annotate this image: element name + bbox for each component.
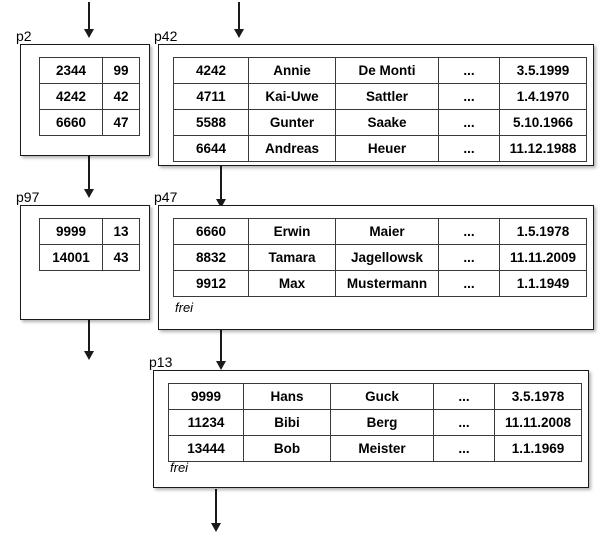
index-pointer-cell: 99 bbox=[102, 57, 140, 84]
table-row: 8832 Tamara Jagellowsk ... 11.11.2009 bbox=[173, 244, 587, 271]
table-row: 13444 Bob Meister ... 1.1.1969 bbox=[168, 435, 582, 462]
arrow-into-p42 bbox=[233, 2, 245, 38]
free-space-label-p47: frei bbox=[175, 300, 194, 315]
data-cell-lastname: Guck bbox=[330, 383, 434, 410]
arrow-p97-out bbox=[83, 320, 95, 362]
table-row: 5588 Gunter Saake ... 5.10.1966 bbox=[173, 109, 587, 136]
data-cell-ellipsis: ... bbox=[438, 57, 500, 84]
data-cell-lastname: Mustermann bbox=[335, 270, 439, 297]
arrow-p42-to-p47 bbox=[215, 166, 227, 210]
data-cell-firstname: Bibi bbox=[243, 409, 331, 436]
table-row: 9912 Max Mustermann ... 1.1.1949 bbox=[173, 270, 587, 297]
data-cell-ellipsis: ... bbox=[438, 109, 500, 136]
index-pointer-cell: 42 bbox=[102, 83, 140, 110]
node-label-p2: p2 bbox=[16, 28, 32, 44]
data-cell-firstname: Gunter bbox=[248, 109, 336, 136]
index-pointer-cell: 47 bbox=[102, 109, 140, 136]
data-cell-date: 3.5.1978 bbox=[494, 383, 582, 410]
data-cell-ellipsis: ... bbox=[438, 135, 500, 162]
data-table-p47: 6660 Erwin Maier ... 1.5.1978 8832 Tamar… bbox=[173, 218, 587, 297]
table-row: 6660 Erwin Maier ... 1.5.1978 bbox=[173, 218, 587, 245]
data-node-p42[interactable]: 4242 Annie De Monti ... 3.5.1999 4711 Ka… bbox=[158, 44, 594, 166]
data-cell-ellipsis: ... bbox=[438, 270, 500, 297]
data-cell-date: 3.5.1999 bbox=[499, 57, 587, 84]
table-row: 14001 43 bbox=[39, 244, 140, 271]
table-row: 2344 99 bbox=[39, 57, 140, 84]
data-cell-date: 1.1.1969 bbox=[494, 435, 582, 462]
data-cell-firstname: Bob bbox=[243, 435, 331, 462]
data-cell-ellipsis: ... bbox=[438, 83, 500, 110]
data-cell-ellipsis: ... bbox=[433, 383, 495, 410]
data-table-p13: 9999 Hans Guck ... 3.5.1978 11234 Bibi B… bbox=[168, 383, 582, 462]
data-cell-id: 4711 bbox=[173, 83, 249, 110]
arrow-p47-to-p13 bbox=[215, 330, 227, 372]
data-cell-firstname: Andreas bbox=[248, 135, 336, 162]
arrow-into-p2 bbox=[83, 2, 95, 38]
data-cell-id: 4242 bbox=[173, 57, 249, 84]
data-cell-id: 6660 bbox=[173, 218, 249, 245]
data-cell-ellipsis: ... bbox=[438, 218, 500, 245]
arrow-p2-to-p97 bbox=[83, 156, 95, 200]
table-row: 6660 47 bbox=[39, 109, 140, 136]
data-cell-date: 11.11.2008 bbox=[494, 409, 582, 436]
index-node-p97[interactable]: 9999 13 14001 43 bbox=[20, 205, 150, 320]
data-cell-firstname: Hans bbox=[243, 383, 331, 410]
index-table-p2: 2344 99 4242 42 6660 47 bbox=[39, 57, 140, 136]
data-table-p42: 4242 Annie De Monti ... 3.5.1999 4711 Ka… bbox=[173, 57, 587, 162]
data-cell-ellipsis: ... bbox=[438, 244, 500, 271]
index-key-cell: 6660 bbox=[39, 109, 103, 136]
table-row: 4242 42 bbox=[39, 83, 140, 110]
data-cell-lastname: Jagellowsk bbox=[335, 244, 439, 271]
table-row: 11234 Bibi Berg ... 11.11.2008 bbox=[168, 409, 582, 436]
data-cell-lastname: Maier bbox=[335, 218, 439, 245]
node-label-p42: p42 bbox=[154, 28, 178, 44]
data-node-p47[interactable]: 6660 Erwin Maier ... 1.5.1978 8832 Tamar… bbox=[158, 205, 594, 330]
data-cell-id: 9912 bbox=[173, 270, 249, 297]
data-cell-date: 11.11.2009 bbox=[499, 244, 587, 271]
index-table-p97: 9999 13 14001 43 bbox=[39, 218, 140, 271]
index-key-cell: 4242 bbox=[39, 83, 103, 110]
arrow-p13-out bbox=[210, 489, 222, 535]
data-cell-firstname: Erwin bbox=[248, 218, 336, 245]
table-row: 6644 Andreas Heuer ... 11.12.1988 bbox=[173, 135, 587, 162]
node-label-p97: p97 bbox=[16, 189, 40, 205]
data-cell-lastname: De Monti bbox=[335, 57, 439, 84]
data-cell-id: 13444 bbox=[168, 435, 244, 462]
index-node-p2[interactable]: 2344 99 4242 42 6660 47 bbox=[20, 44, 150, 156]
data-cell-lastname: Saake bbox=[335, 109, 439, 136]
data-cell-lastname: Sattler bbox=[335, 83, 439, 110]
data-cell-id: 6644 bbox=[173, 135, 249, 162]
node-label-p47: p47 bbox=[154, 189, 178, 205]
table-row: 9999 Hans Guck ... 3.5.1978 bbox=[168, 383, 582, 410]
data-cell-id: 5588 bbox=[173, 109, 249, 136]
table-row: 9999 13 bbox=[39, 218, 140, 245]
index-key-cell: 2344 bbox=[39, 57, 103, 84]
table-row: 4242 Annie De Monti ... 3.5.1999 bbox=[173, 57, 587, 84]
index-pointer-cell: 13 bbox=[102, 218, 140, 245]
index-key-cell: 14001 bbox=[39, 244, 103, 271]
data-cell-lastname: Berg bbox=[330, 409, 434, 436]
table-row: 4711 Kai-Uwe Sattler ... 1.4.1970 bbox=[173, 83, 587, 110]
data-cell-firstname: Annie bbox=[248, 57, 336, 84]
data-cell-date: 5.10.1966 bbox=[499, 109, 587, 136]
data-cell-date: 1.4.1970 bbox=[499, 83, 587, 110]
data-cell-firstname: Tamara bbox=[248, 244, 336, 271]
data-cell-date: 1.5.1978 bbox=[499, 218, 587, 245]
index-key-cell: 9999 bbox=[39, 218, 103, 245]
data-cell-firstname: Kai-Uwe bbox=[248, 83, 336, 110]
data-cell-id: 9999 bbox=[168, 383, 244, 410]
data-node-p13[interactable]: 9999 Hans Guck ... 3.5.1978 11234 Bibi B… bbox=[153, 370, 589, 488]
data-cell-ellipsis: ... bbox=[433, 435, 495, 462]
data-cell-lastname: Meister bbox=[330, 435, 434, 462]
free-space-label-p13: frei bbox=[170, 460, 189, 475]
data-cell-firstname: Max bbox=[248, 270, 336, 297]
index-pointer-cell: 43 bbox=[102, 244, 140, 271]
data-cell-date: 1.1.1949 bbox=[499, 270, 587, 297]
data-cell-date: 11.12.1988 bbox=[499, 135, 587, 162]
data-cell-id: 8832 bbox=[173, 244, 249, 271]
node-label-p13: p13 bbox=[149, 354, 173, 370]
data-cell-id: 11234 bbox=[168, 409, 244, 436]
data-cell-ellipsis: ... bbox=[433, 409, 495, 436]
data-cell-lastname: Heuer bbox=[335, 135, 439, 162]
